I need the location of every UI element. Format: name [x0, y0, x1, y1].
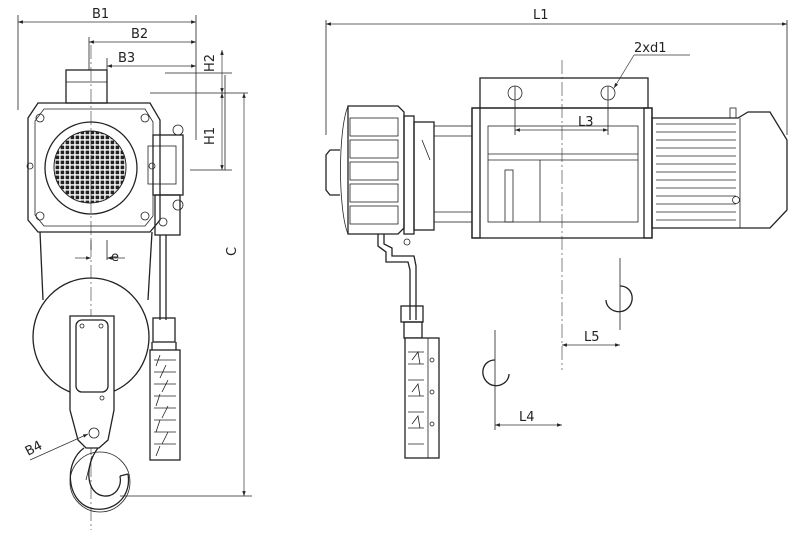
dimension-l4: L4	[495, 410, 562, 427]
motor-fins	[656, 123, 736, 221]
dimension-h2: H2	[203, 50, 224, 93]
side-view: L1 2xd1 L3	[325, 8, 788, 459]
dimension-b2: B2	[89, 27, 196, 44]
label-l1: L1	[533, 8, 549, 23]
label-h2: H2	[203, 54, 218, 72]
dimension-l1: L1	[326, 8, 787, 26]
label-b1: B1	[92, 7, 109, 22]
label-l3: L3	[578, 115, 594, 130]
front-view: B1 B2 B3 H2 H1 C	[17, 7, 252, 530]
label-b3: B3	[118, 51, 135, 66]
label-c: C	[225, 247, 240, 256]
dimension-l5: L5	[562, 330, 620, 347]
label-l4: L4	[519, 410, 535, 425]
label-h1: H1	[203, 127, 218, 145]
label-l5: L5	[584, 330, 600, 345]
label-b2: B2	[131, 27, 148, 42]
dimension-c: C	[225, 93, 246, 496]
dimension-b1: B1	[18, 7, 196, 24]
dimension-d1: 2xd1	[613, 41, 690, 89]
dimension-h1: H1	[203, 93, 224, 170]
dimension-l3: L3	[515, 115, 608, 132]
dimension-b4: B4	[23, 433, 89, 461]
dimension-e: e	[75, 250, 125, 265]
dimension-b3: B3	[107, 51, 196, 68]
label-e: e	[111, 250, 119, 265]
label-b4: B4	[23, 438, 45, 459]
fan-grille	[53, 130, 127, 204]
label-d1: 2xd1	[634, 41, 667, 56]
